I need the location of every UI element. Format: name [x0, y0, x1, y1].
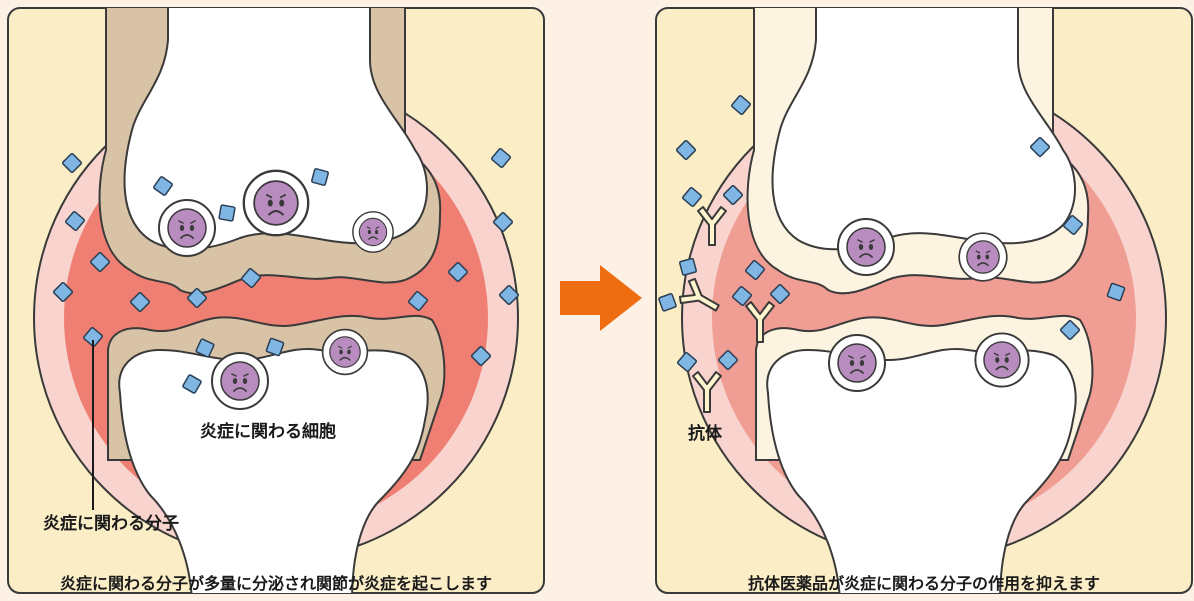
diamond-molecule-icon	[311, 168, 328, 185]
inflammatory-cell-icon	[244, 171, 308, 235]
inflammatory-cell-icon	[159, 200, 215, 256]
molecules-label: 炎症に関わる分子	[43, 513, 179, 534]
inflammatory-cell-icon	[323, 330, 368, 375]
inflammatory-cell-icon	[959, 233, 1007, 281]
arrow-right-icon	[560, 265, 642, 331]
inflammatory-cell-icon	[353, 212, 393, 252]
left-panel: 炎症に関わる細胞 炎症に関わる分子 炎症に関わる分子が多量に分泌され関節が炎症を…	[8, 0, 544, 601]
inflammatory-cell-icon	[838, 219, 894, 275]
right-panel: 抗体 抗体医薬品が炎症に関わる分子の作用を抑えます	[654, 0, 1192, 601]
right-caption: 抗体医薬品が炎症に関わる分子の作用を抑えます	[748, 574, 1100, 593]
cells-label: 炎症に関わる細胞	[200, 421, 336, 442]
diamond-molecule-icon	[219, 205, 235, 221]
diamond-molecule-icon	[679, 258, 696, 275]
inflammatory-cell-icon	[212, 353, 268, 409]
inflammatory-cell-icon	[829, 335, 885, 391]
left-caption: 炎症に関わる分子が多量に分泌され関節が炎症を起こします	[60, 574, 492, 593]
antibody-label: 抗体	[688, 423, 723, 444]
inflammatory-cell-icon	[975, 333, 1028, 386]
